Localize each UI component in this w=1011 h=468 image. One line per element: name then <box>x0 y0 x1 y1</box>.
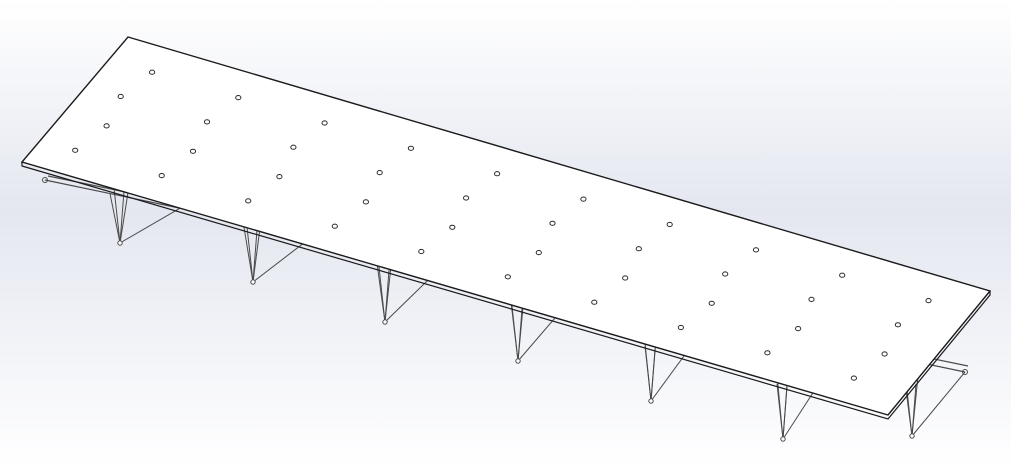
truss-node <box>117 240 123 246</box>
mounting-hole <box>764 350 771 356</box>
truss-diagonal <box>911 371 966 437</box>
mounting-hole <box>635 246 642 252</box>
mounting-hole <box>881 351 888 357</box>
mounting-hole <box>407 145 414 151</box>
mounting-hole <box>290 144 297 150</box>
mounting-hole <box>203 119 211 125</box>
truss-node <box>909 433 915 439</box>
truss-vertical <box>511 305 519 362</box>
truss-vertical <box>776 383 784 440</box>
deck-plate[interactable] <box>20 36 992 420</box>
mounting-hole <box>235 95 242 101</box>
mounting-hole <box>722 271 729 277</box>
truss-vertical <box>113 187 121 244</box>
truss-rail-end-cap <box>962 369 968 375</box>
truss-rail-end-cap <box>42 177 48 183</box>
mounting-hole <box>149 69 156 75</box>
mounting-hole <box>752 247 760 253</box>
truss-vertical <box>384 269 390 323</box>
mounting-hole <box>666 221 673 228</box>
mounting-hole <box>894 322 902 328</box>
truss-vertical <box>911 383 917 437</box>
mounting-hole <box>276 174 283 180</box>
truss-node <box>648 398 654 404</box>
truss-diagonal <box>109 193 121 244</box>
mounting-hole <box>708 300 715 306</box>
truss-vertical <box>246 226 254 283</box>
truss-node <box>250 279 256 285</box>
truss-bay <box>507 274 579 364</box>
mounting-hole <box>376 170 383 176</box>
mounting-hole <box>591 299 598 305</box>
mounting-hole <box>808 296 815 302</box>
truss-diagonal <box>119 207 181 244</box>
mounting-hole <box>189 148 197 154</box>
mounting-hole <box>331 223 338 229</box>
truss-vertical <box>782 386 788 440</box>
truss-node <box>515 358 521 364</box>
mounting-hole <box>839 272 846 278</box>
truss-vertical <box>517 308 523 362</box>
mounting-hole <box>850 375 858 381</box>
mounting-hole <box>72 147 79 153</box>
truss-vertical <box>644 345 652 402</box>
mounting-hole <box>622 275 629 281</box>
deck-plate-edge-thickness <box>21 162 991 420</box>
deck-plate-top-face[interactable] <box>20 36 992 416</box>
mounting-hole <box>504 274 511 280</box>
mounting-hole <box>321 120 328 126</box>
mounting-hole <box>925 298 932 304</box>
truss-node <box>780 436 786 442</box>
truss-vertical <box>650 348 656 402</box>
truss-node <box>382 319 388 325</box>
truss-vertical <box>252 229 258 283</box>
truss-vertical <box>119 190 125 244</box>
truss-bay <box>109 187 181 246</box>
mounting-hole <box>158 173 165 179</box>
mounting-hole <box>549 220 556 226</box>
mounting-hole <box>677 324 685 331</box>
truss-diagonal <box>119 192 129 244</box>
mounting-hole <box>245 198 252 204</box>
mounting-hole <box>418 248 425 255</box>
mounting-hole <box>580 196 587 202</box>
mounting-hole <box>795 326 802 332</box>
mounting-hole <box>535 250 542 256</box>
mounting-hole <box>103 123 110 129</box>
mounting-hole <box>362 199 369 205</box>
truss-vertical <box>378 266 386 323</box>
mounting-hole <box>117 93 124 100</box>
mounting-hole <box>449 224 456 230</box>
mounting-hole <box>463 195 470 201</box>
mounting-hole <box>494 171 501 177</box>
mounting-hole-grid <box>72 69 932 381</box>
